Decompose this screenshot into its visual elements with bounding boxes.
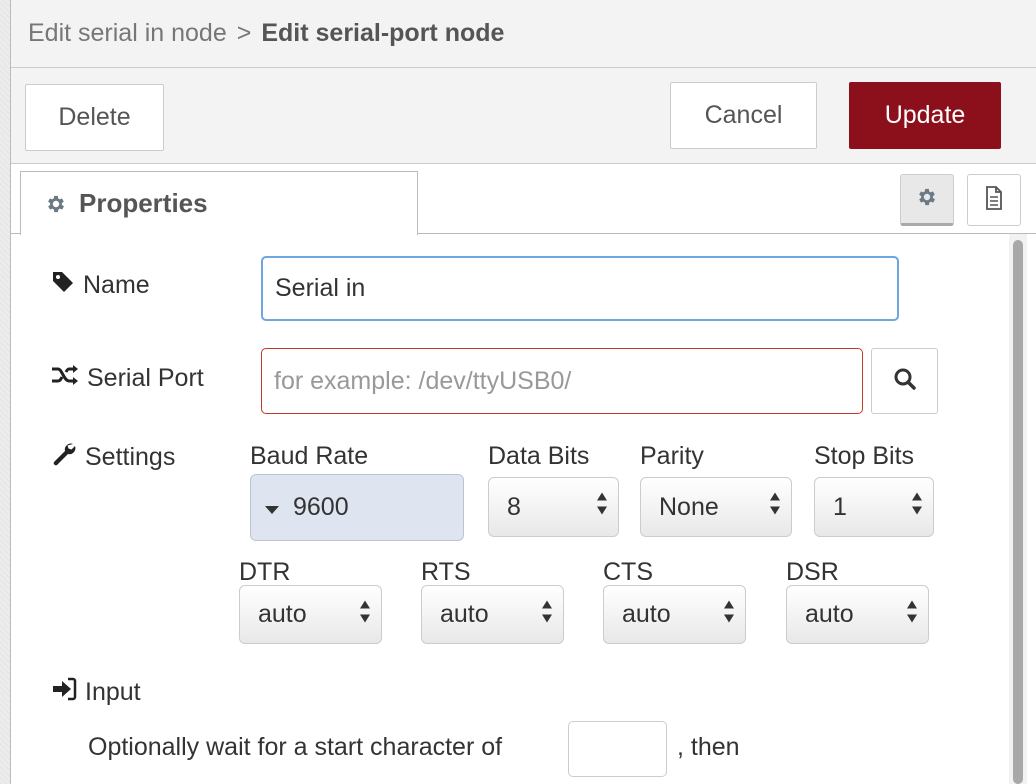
input-label-row: Input [51, 677, 141, 708]
dsr-label: DSR [786, 558, 839, 586]
settings-label-row: Settings [51, 441, 175, 474]
name-label-row: Name [51, 270, 150, 301]
baud-rate-value: 9600 [293, 493, 349, 521]
scrollbar-thumb[interactable] [1013, 240, 1023, 784]
stop-bits-select[interactable]: 1 [814, 477, 934, 537]
tag-icon [51, 270, 83, 301]
delete-button[interactable]: Delete [25, 84, 164, 151]
parity-value: None [659, 492, 719, 521]
baud-rate-label: Baud Rate [250, 442, 369, 470]
edit-tray: Edit serial in node > Edit serial-port nod… [10, 0, 1036, 784]
parity-label: Parity [640, 442, 704, 470]
search-icon [893, 367, 917, 396]
rts-select[interactable]: auto [421, 585, 564, 644]
serial-port-label: Serial Port [87, 364, 204, 392]
start-char-suffix: , then [677, 733, 740, 761]
cts-label: CTS [603, 558, 653, 586]
caret-down-icon [265, 493, 279, 522]
sign-in-icon [51, 677, 85, 708]
input-label: Input [85, 678, 141, 706]
breadcrumb: Edit serial in node > Edit serial-port nod… [11, 0, 1036, 68]
cancel-button[interactable]: Cancel [670, 82, 817, 149]
tray-toolbar: Delete Cancel Update [11, 68, 1036, 164]
tab-bar: Properties [11, 164, 1036, 235]
dsr-select[interactable]: auto [786, 585, 929, 644]
breadcrumb-parent[interactable]: Edit serial in node [28, 19, 227, 47]
data-bits-value: 8 [507, 492, 521, 521]
start-character-input[interactable] [568, 721, 667, 777]
settings-label: Settings [85, 443, 176, 471]
tab-properties-label: Properties [79, 188, 208, 218]
stop-bits-value: 1 [833, 492, 847, 521]
gear-icon [45, 193, 67, 215]
name-input[interactable] [261, 256, 899, 321]
wrench-icon [51, 441, 85, 474]
select-arrows-icon [541, 599, 553, 630]
select-arrows-icon [911, 492, 923, 523]
select-arrows-icon [769, 492, 781, 523]
parity-select[interactable]: None [640, 477, 792, 537]
dtr-label: DTR [239, 558, 291, 586]
breadcrumb-current: Edit serial-port node [261, 19, 505, 47]
breadcrumb-separator: > [236, 19, 252, 47]
gear-icon [916, 186, 938, 213]
cts-select[interactable]: auto [603, 585, 746, 644]
select-arrows-icon [596, 492, 608, 523]
baud-rate-select[interactable]: 9600 [250, 474, 464, 541]
shuffle-icon [51, 364, 87, 393]
select-arrows-icon [906, 599, 918, 630]
serial-port-label-row: Serial Port [51, 364, 204, 393]
dsr-value: auto [805, 600, 854, 628]
cts-value: auto [622, 600, 671, 628]
dtr-select[interactable]: auto [239, 585, 382, 644]
name-label: Name [83, 271, 150, 299]
dtr-value: auto [258, 600, 307, 628]
select-arrows-icon [359, 599, 371, 630]
rts-value: auto [440, 600, 489, 628]
port-search-button[interactable] [871, 348, 938, 414]
serial-port-input[interactable] [261, 348, 863, 414]
data-bits-select[interactable]: 8 [488, 477, 619, 537]
select-arrows-icon [723, 599, 735, 630]
stop-bits-label: Stop Bits [814, 442, 915, 470]
node-description-button[interactable] [967, 174, 1021, 226]
node-settings-button[interactable] [900, 174, 954, 226]
data-bits-label: Data Bits [488, 442, 590, 470]
rts-label: RTS [421, 558, 471, 586]
tab-properties[interactable]: Properties [20, 171, 418, 235]
update-button[interactable]: Update [849, 82, 1001, 149]
start-char-prefix: Optionally wait for a start character of [88, 733, 503, 761]
document-icon [984, 185, 1004, 215]
